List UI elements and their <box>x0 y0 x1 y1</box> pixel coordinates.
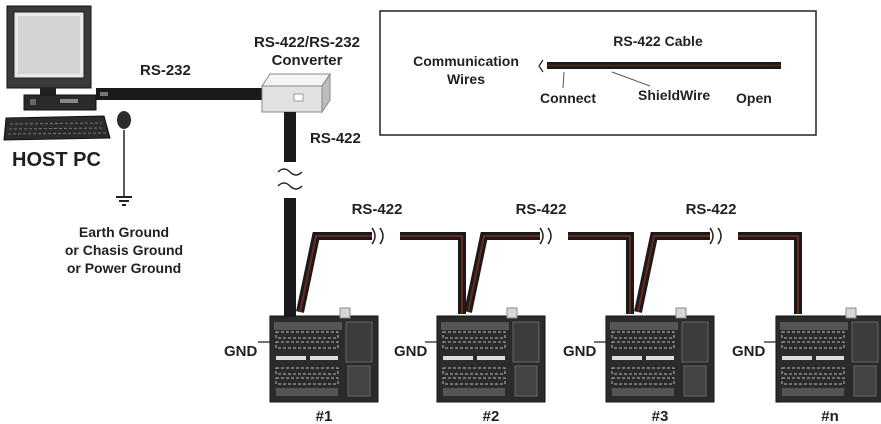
controller-1: GND #1 <box>224 307 379 424</box>
controller-3: GND #3 <box>563 307 715 424</box>
converter-title-line1: RS-422/RS-232 <box>254 34 360 51</box>
rs422-link-label-3: RS-422 <box>686 201 737 218</box>
rs422-link-3: RS-422 <box>634 201 802 314</box>
gnd-label-1: GND <box>224 343 258 360</box>
ground-connection: Earth Ground or Chasis Ground or Power G… <box>65 130 183 276</box>
host-pc-label: HOST PC <box>12 149 101 171</box>
cable-legend: RS-422 Cable Communication Wires Connect… <box>379 10 817 136</box>
converter-title-line2: Converter <box>272 52 343 69</box>
controller-label-3: #3 <box>652 408 669 424</box>
cable-break-icon <box>277 168 303 176</box>
legend-open: Open <box>736 90 772 106</box>
ground-label-line1: Earth Ground <box>79 224 169 240</box>
ground-icon <box>116 196 132 206</box>
ground-label-line2: or Chasis Ground <box>65 242 183 258</box>
rs422-link-label-1: RS-422 <box>352 201 403 218</box>
legend-connect: Connect <box>540 90 596 106</box>
converter: RS-422/RS-232 Converter <box>254 34 360 114</box>
rs422-link-2: RS-422 <box>464 201 634 314</box>
controller-n: GND #n <box>732 307 881 424</box>
gnd-label-n: GND <box>732 343 766 360</box>
rs422-link-label-2: RS-422 <box>516 201 567 218</box>
legend-cable-title: RS-422 Cable <box>613 33 703 49</box>
mouse <box>117 111 131 129</box>
legend-comm-line1: Communication <box>413 53 519 69</box>
controller-label-2: #2 <box>483 408 500 424</box>
controller-label-1: #1 <box>316 408 333 424</box>
controller-2: GND #2 <box>394 307 546 424</box>
host-pc: HOST PC <box>3 5 131 171</box>
gnd-label-3: GND <box>563 343 597 360</box>
legend-shield: ShieldWire <box>638 87 710 103</box>
wire-end-icon <box>538 59 544 73</box>
controller-label-n: #n <box>821 408 839 424</box>
rs422-trunk-cable: RS-422 <box>277 112 361 316</box>
keyboard <box>3 115 111 141</box>
rs422-trunk-label: RS-422 <box>310 130 361 147</box>
legend-comm-line2: Wires <box>447 71 485 87</box>
rs232-cable: RS-232 <box>96 62 262 100</box>
gnd-label-2: GND <box>394 343 428 360</box>
ground-label-line3: or Power Ground <box>67 260 181 276</box>
rs422-link-1: RS-422 <box>296 201 466 314</box>
rs232-label: RS-232 <box>140 62 191 79</box>
